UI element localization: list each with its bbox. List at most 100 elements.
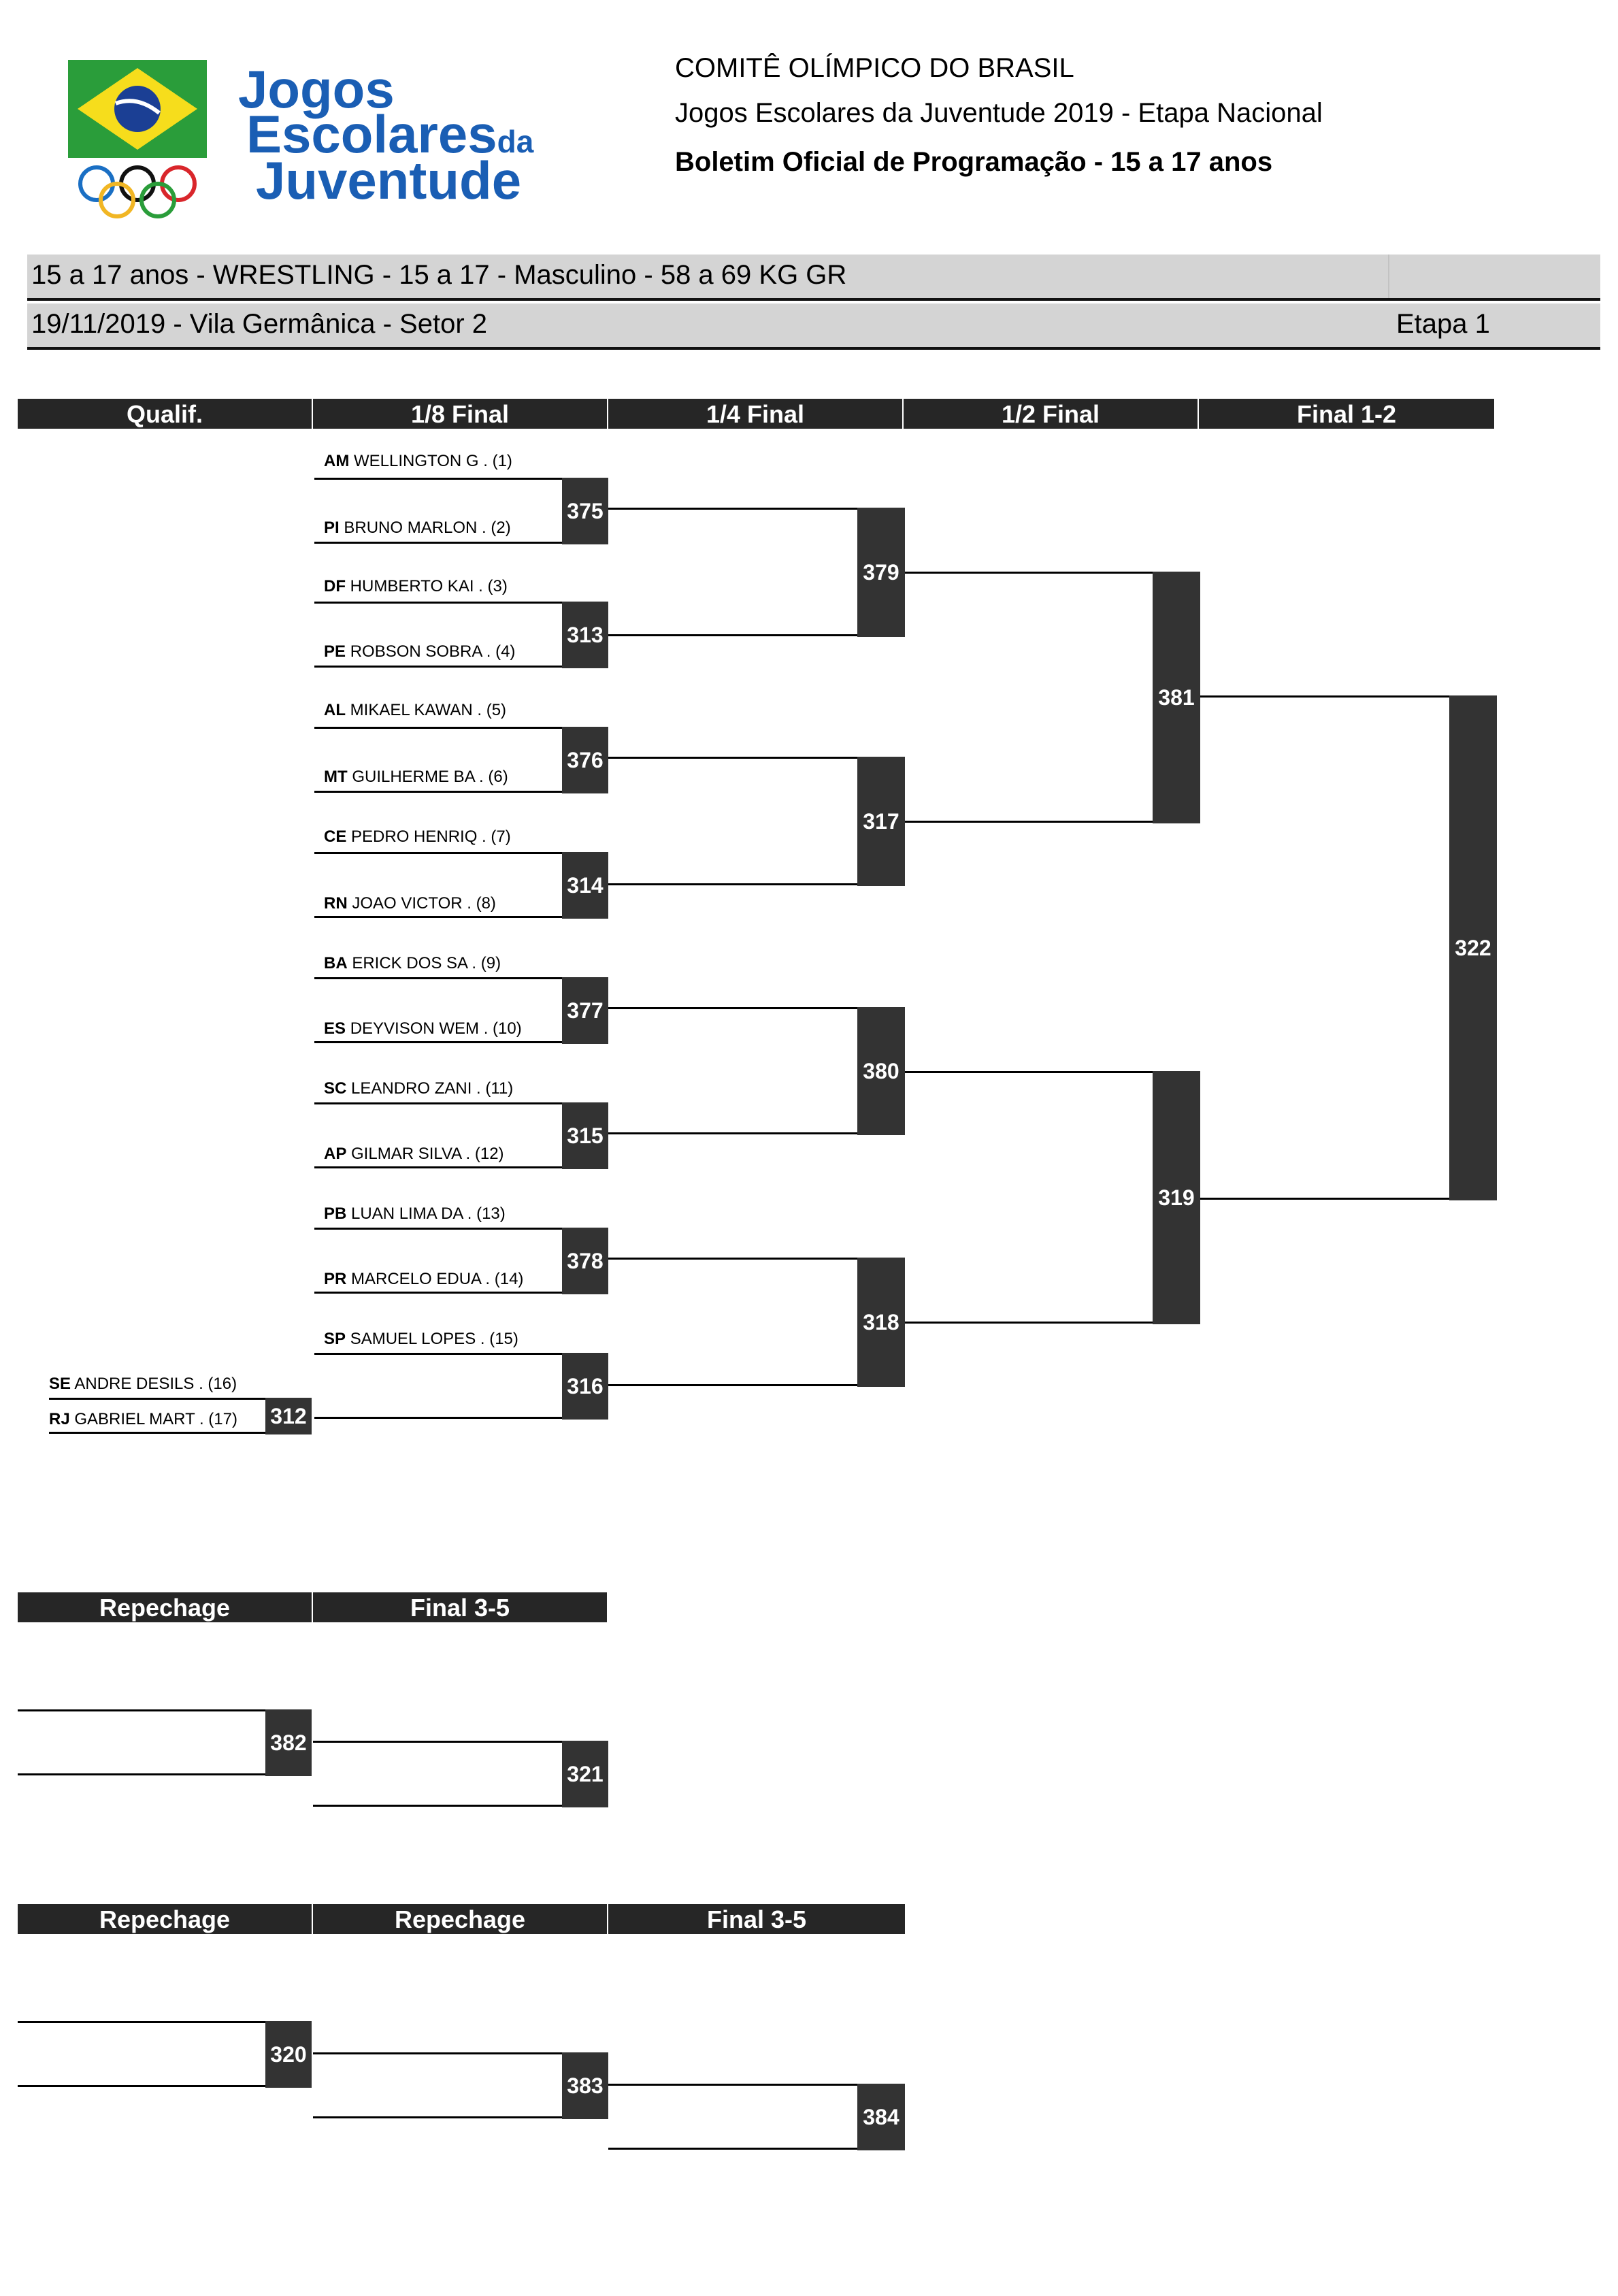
athlete-state: SC — [324, 1079, 347, 1098]
athlete-state: AP — [324, 1145, 347, 1163]
event-title: 15 a 17 anos - WRESTLING - 15 a 17 - Mas… — [31, 260, 847, 290]
bracket-line — [608, 1007, 905, 1009]
round-header-repechage: Repechage — [18, 1592, 312, 1622]
athlete-state: PR — [324, 1270, 347, 1288]
athlete-state: DF — [324, 577, 346, 595]
athlete-state: SP — [324, 1330, 346, 1348]
round-header-repechage: Repechage — [313, 1904, 607, 1934]
athlete-entry: DF HUMBERTO KAI . (3) — [324, 577, 508, 596]
bracket-line — [608, 1258, 905, 1260]
match-box: 313 — [562, 602, 608, 668]
athlete-name: JOAO VICTOR . (8) — [352, 894, 496, 913]
bracket-line — [314, 1228, 608, 1230]
bracket-line — [314, 1041, 608, 1043]
olympic-rings-icon — [76, 163, 199, 220]
round-header-final-3-5: Final 3-5 — [313, 1592, 607, 1622]
match-box: 312 — [265, 1398, 312, 1434]
match-box: 378 — [562, 1228, 608, 1294]
bracket-line — [49, 1432, 312, 1434]
athlete-name: GILMAR SILVA . (12) — [351, 1145, 504, 1163]
match-box: 319 — [1153, 1071, 1200, 1324]
event-info: 19/11/2019 - Vila Germânica - Setor 2 — [31, 309, 487, 339]
round-header-quarter-final: 1/4 Final — [608, 399, 902, 429]
bracket-line — [1199, 695, 1496, 698]
match-box: 316 — [562, 1353, 608, 1420]
logo-word-escolares: Escolaresda — [246, 108, 533, 168]
bracket-line — [608, 2084, 905, 2086]
athlete-name: GABRIEL MART . (17) — [74, 1410, 237, 1428]
round-header-semi-final: 1/2 Final — [904, 399, 1198, 429]
athlete-entry: MT GUILHERME BA . (6) — [324, 768, 508, 787]
match-box: 322 — [1449, 695, 1497, 1200]
bracket-line — [49, 1398, 312, 1400]
bracket-line — [314, 977, 608, 979]
athlete-name: MIKAEL KAWAN . (5) — [350, 701, 507, 719]
match-box: 317 — [857, 757, 905, 886]
event-title-band: 15 a 17 anos - WRESTLING - 15 a 17 - Mas… — [27, 255, 1600, 301]
athlete-entry: CE PEDRO HENRIQ . (7) — [324, 827, 511, 847]
bracket-line — [904, 821, 1200, 823]
athlete-state: AM — [324, 452, 350, 470]
bracket-line — [904, 572, 1200, 574]
match-box: 375 — [562, 478, 608, 544]
athlete-entry: SE ANDRE DESILS . (16) — [49, 1375, 237, 1394]
bracket-line — [18, 1709, 312, 1711]
bracket-line — [18, 2085, 312, 2087]
athlete-entry: RN JOAO VICTOR . (8) — [324, 894, 496, 913]
round-header-final-3-5: Final 3-5 — [608, 1904, 905, 1934]
match-box: 315 — [562, 1102, 608, 1169]
match-box: 318 — [857, 1258, 905, 1387]
match-box: 321 — [562, 1741, 608, 1807]
bracket-line — [314, 1417, 608, 1419]
athlete-entry: PR MARCELO EDUA . (14) — [324, 1270, 523, 1289]
header-event-name: Jogos Escolares da Juventude 2019 - Etap… — [675, 98, 1323, 128]
athlete-name: BRUNO MARLON . (2) — [344, 519, 511, 537]
match-box: 384 — [857, 2084, 905, 2150]
athlete-name: ROBSON SOBRA . (4) — [350, 642, 516, 661]
match-box: 377 — [562, 977, 608, 1044]
match-box: 376 — [562, 727, 608, 793]
bracket-line — [18, 1773, 312, 1775]
round-header-repechage: Repechage — [18, 1904, 312, 1934]
athlete-name: PEDRO HENRIQ . (7) — [351, 827, 511, 846]
athlete-name: WELLINGTON G . (1) — [354, 452, 512, 470]
athlete-name: MARCELO EDUA . (14) — [351, 1270, 524, 1288]
bracket-line — [904, 1071, 1200, 1073]
header-organization: COMITÊ OLÍMPICO DO BRASIL — [675, 53, 1074, 83]
athlete-entry: AP GILMAR SILVA . (12) — [324, 1145, 504, 1164]
brazil-flag — [68, 60, 207, 158]
header-bulletin-title: Boletim Oficial de Programação - 15 a 17… — [675, 147, 1273, 177]
bracket-line — [313, 2052, 608, 2054]
athlete-state: BA — [324, 954, 348, 972]
logo-wordmark: Jogos Escolaresda Juventude — [235, 63, 548, 212]
bracket-line — [18, 2021, 312, 2023]
bracket-line — [314, 1292, 608, 1294]
athlete-entry: PB LUAN LIMA DA . (13) — [324, 1204, 506, 1224]
logo-word-juventude: Juventude — [256, 150, 522, 210]
bracket-line — [313, 2116, 608, 2118]
logo-word-jogos: Jogos — [238, 59, 395, 119]
bracket-line — [904, 1322, 1200, 1324]
match-box: 382 — [265, 1709, 312, 1776]
athlete-name: LUAN LIMA DA . (13) — [351, 1204, 506, 1223]
logo-word-da: da — [497, 124, 534, 159]
bracket-line — [608, 883, 905, 885]
athlete-entry: PI BRUNO MARLON . (2) — [324, 519, 511, 538]
bracket-line — [314, 791, 608, 793]
bracket-line — [314, 1102, 608, 1104]
bracket-line — [314, 478, 608, 480]
athlete-entry: PE ROBSON SOBRA . (4) — [324, 642, 515, 661]
athlete-entry: SP SAMUEL LOPES . (15) — [324, 1330, 518, 1349]
band-divider — [1388, 255, 1389, 298]
bracket-line — [314, 542, 608, 544]
athlete-name: LEANDRO ZANI . (11) — [351, 1079, 514, 1098]
bracket-line — [314, 852, 608, 854]
bracket-line — [314, 727, 608, 729]
event-stage: Etapa 1 — [1396, 309, 1490, 339]
bracket-line — [608, 2148, 905, 2150]
bracket-line — [314, 602, 608, 604]
athlete-name: DEYVISON WEM . (10) — [350, 1019, 522, 1038]
athlete-entry: ES DEYVISON WEM . (10) — [324, 1019, 522, 1038]
bracket-line — [608, 1384, 905, 1386]
bracket-line — [314, 666, 608, 668]
